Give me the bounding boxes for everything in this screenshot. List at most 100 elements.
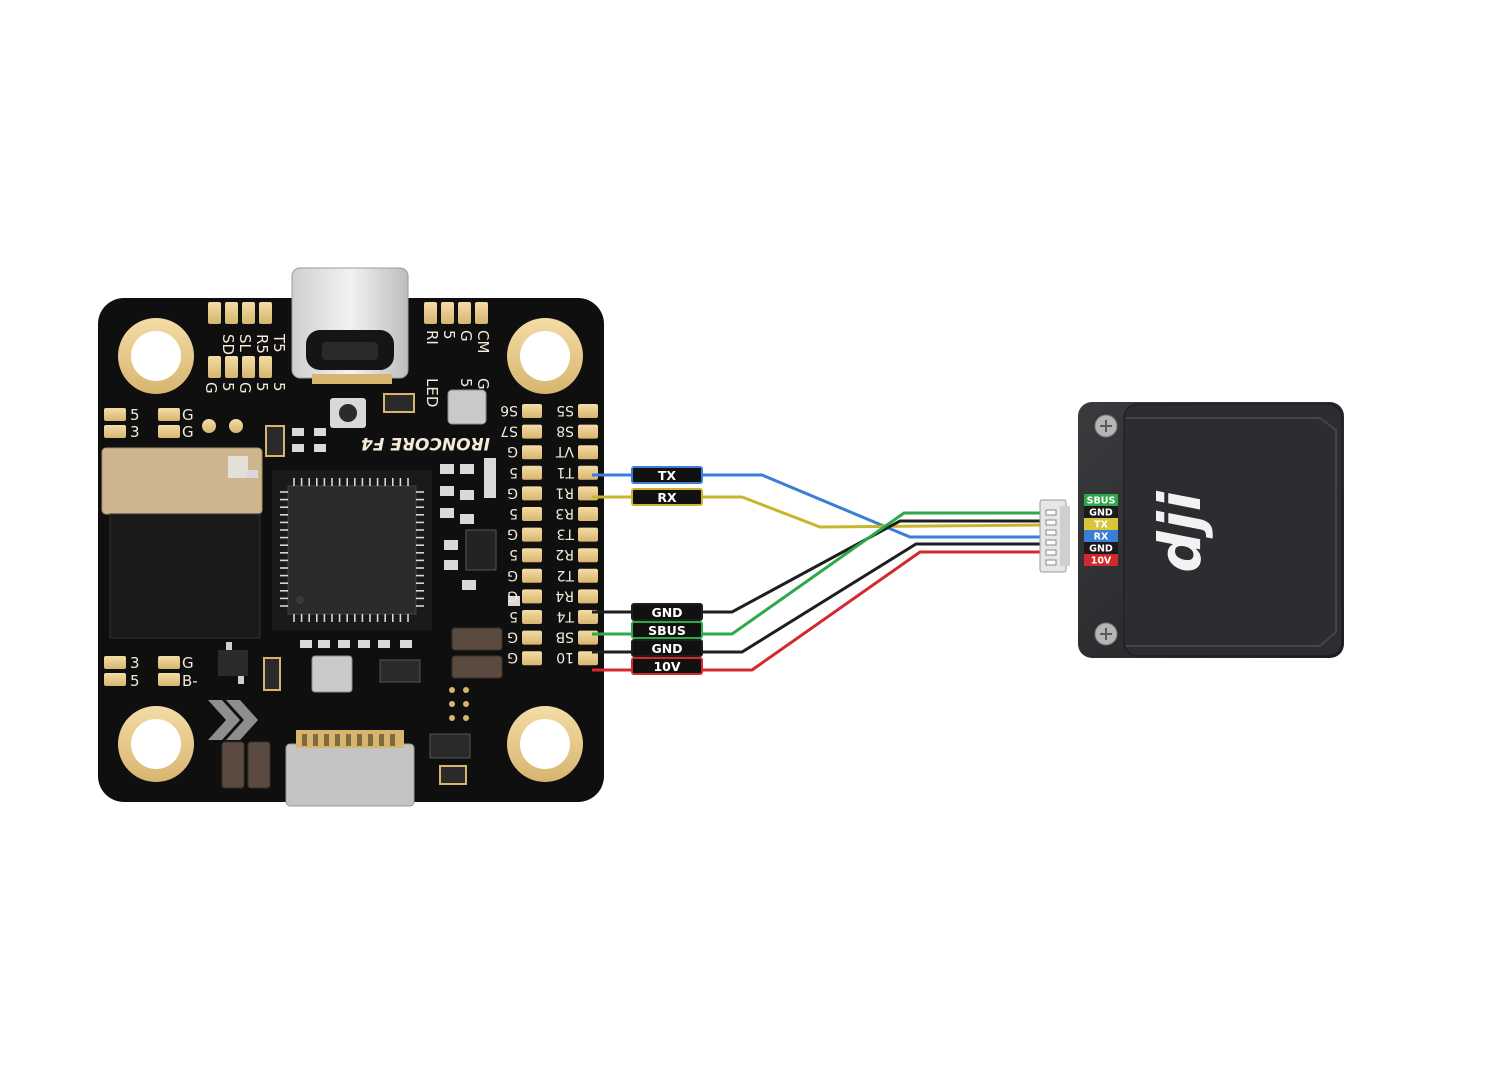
pad-label: R2 bbox=[555, 546, 574, 562]
wire-tag-text: GND bbox=[651, 605, 682, 620]
solder-pad bbox=[578, 507, 598, 521]
pad-label: 3 bbox=[130, 423, 140, 441]
wire-tag-text: RX bbox=[657, 490, 677, 505]
pad-label: 3 bbox=[130, 654, 140, 672]
wire-tag-tx: TX bbox=[631, 466, 703, 484]
dji-logo: dji bbox=[1146, 490, 1214, 572]
pad-label: 5 bbox=[440, 330, 458, 340]
top-left-pads bbox=[208, 302, 272, 378]
solder-pad bbox=[522, 445, 542, 460]
pad-label: 5 bbox=[509, 608, 518, 624]
wire-tag-rx: RX bbox=[631, 488, 703, 506]
dji-air-unit: SBUS GND TX RX GND 10V dji bbox=[1039, 402, 1344, 658]
pad-label: 5 bbox=[509, 546, 518, 562]
solder-pad bbox=[522, 548, 542, 563]
pad-label: T2 bbox=[557, 567, 575, 583]
pad-label: G bbox=[202, 382, 220, 394]
board-brand-label: IRONCORE F4 bbox=[361, 433, 490, 453]
solder-pad bbox=[578, 651, 598, 666]
solder-pad bbox=[522, 486, 542, 501]
wire-tag-gnd: GND bbox=[631, 603, 703, 621]
pad-label: 5 bbox=[253, 382, 271, 392]
pad-label: G bbox=[182, 654, 194, 672]
solder-pad bbox=[522, 465, 542, 480]
pad-label: 5 bbox=[130, 672, 140, 690]
wire-labels: TX RX GND SBUS GND 10V bbox=[631, 466, 703, 675]
wire-tag-text: SBUS bbox=[648, 623, 686, 638]
top-right-pad-labels: CM G G 5 5 RI LED bbox=[423, 330, 492, 407]
solder-pad bbox=[578, 589, 598, 604]
solder-pad bbox=[578, 548, 598, 563]
pin-label-text: RX bbox=[1094, 532, 1109, 543]
screw-icon bbox=[1094, 414, 1118, 646]
pad-label: G bbox=[507, 567, 518, 583]
solder-pad bbox=[522, 507, 542, 521]
solder-pad bbox=[522, 568, 542, 583]
passive-components bbox=[218, 425, 520, 789]
pin-label-text: 10V bbox=[1091, 556, 1112, 567]
solder-pad bbox=[578, 404, 598, 418]
pad-label: 5 bbox=[457, 378, 475, 388]
top-left-pad-labels: T5 R5 SL SD 5 G 5 G 5 bbox=[202, 333, 288, 394]
wire-tag-text: 10V bbox=[653, 659, 680, 674]
pin-label-text: TX bbox=[1094, 520, 1108, 531]
chevron-logo-icon bbox=[208, 700, 258, 740]
solder-pad bbox=[522, 589, 542, 604]
mcu-chip bbox=[272, 470, 432, 630]
wire-tag-text: TX bbox=[658, 468, 677, 483]
wire-gnd-1 bbox=[592, 519, 1042, 614]
solder-pad bbox=[522, 630, 542, 645]
pad-label: RI bbox=[423, 330, 441, 345]
pad-label: R5 bbox=[253, 334, 271, 354]
pad-label: T4 bbox=[556, 608, 575, 624]
pad-label: G bbox=[507, 587, 518, 603]
pad-label: 5 bbox=[509, 505, 518, 521]
pad-label: G bbox=[474, 378, 492, 390]
solder-pad bbox=[522, 527, 542, 542]
pad-label: SL bbox=[236, 334, 254, 353]
solder-pad bbox=[578, 527, 598, 542]
solder-pad bbox=[522, 651, 542, 666]
pad-label: S7 bbox=[500, 423, 518, 439]
wire-tag-gnd: GND bbox=[631, 639, 703, 657]
pad-label: S6 bbox=[500, 402, 518, 418]
pad-label: G bbox=[507, 443, 518, 459]
air-unit-pin-labels: SBUS GND TX RX GND 10V bbox=[1084, 494, 1118, 567]
mounting-hole-icon bbox=[118, 318, 583, 782]
wire-tag-text: GND bbox=[651, 641, 682, 656]
flight-controller-board: T5 R5 SL SD 5 G 5 G 5 CM G G 5 5 RI LED bbox=[98, 267, 604, 807]
pad-label: 5 bbox=[130, 406, 140, 424]
pad-label: 5 bbox=[219, 382, 237, 392]
pad-label: R3 bbox=[555, 505, 574, 521]
solder-pad bbox=[578, 445, 598, 460]
pad-label: CM bbox=[474, 330, 492, 353]
pad-label: G bbox=[507, 484, 518, 500]
pad-label: G bbox=[182, 423, 194, 441]
pin-label-text: SBUS bbox=[1087, 496, 1116, 507]
wire-tag-sbus: SBUS bbox=[631, 621, 703, 639]
pad-label: VT bbox=[555, 443, 574, 459]
crystal bbox=[447, 389, 487, 425]
sd-card-slot-icon bbox=[101, 447, 263, 639]
bottom-connector-icon bbox=[285, 730, 415, 807]
pin-label-text: GND bbox=[1089, 544, 1113, 555]
left-bot-pads bbox=[104, 656, 180, 686]
left-mid-pads bbox=[104, 408, 243, 438]
solder-pad bbox=[578, 424, 598, 439]
wire-tag-10v: 10V bbox=[631, 657, 703, 675]
air-unit-connector-icon bbox=[1039, 499, 1070, 573]
solder-pad bbox=[522, 610, 542, 624]
pad-label: 5 bbox=[270, 382, 288, 392]
pad-label: SD bbox=[219, 334, 237, 355]
pad-label: T5 bbox=[270, 333, 288, 353]
pad-label: SB bbox=[556, 629, 575, 645]
pad-label: B- bbox=[182, 672, 198, 690]
pad-label: T1 bbox=[557, 464, 575, 480]
top-right-pads bbox=[424, 302, 488, 324]
pad-label: R4 bbox=[555, 587, 574, 603]
pin-label-text: GND bbox=[1089, 508, 1113, 519]
pad-label: G bbox=[236, 382, 254, 394]
pad-label: T3 bbox=[557, 526, 575, 542]
pad-label: G bbox=[182, 406, 194, 424]
solder-pad bbox=[522, 424, 542, 439]
